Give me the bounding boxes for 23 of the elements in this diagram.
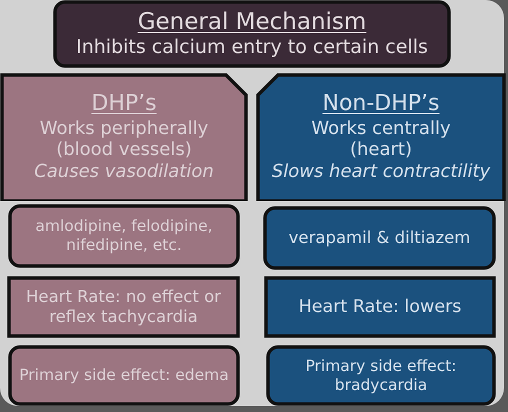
body-text: Primary side effect: edema (19, 366, 229, 385)
info-box (7, 276, 240, 338)
body-text: Works centrally (heart) (310, 118, 452, 161)
body-text: Heart Rate: no effect or reflex tachycardia (25, 287, 222, 327)
body-text: verapamil & diltiazem (288, 228, 470, 248)
heading: Non-DHP’s (322, 91, 440, 118)
body-text: amlodipine, felodipine, nifedipine, etc. (34, 217, 214, 255)
body-text: Slows heart contractility (272, 160, 490, 183)
header-box (53, 0, 451, 68)
info-box (263, 206, 496, 270)
info-box (8, 345, 240, 406)
body-text: Inhibits calcium entry to certain cells (76, 36, 428, 60)
heading: DHP’s (91, 91, 157, 118)
heading: General Mechanism (138, 8, 366, 36)
category-panel (0, 73, 248, 201)
category-panel (256, 73, 506, 201)
info-box (266, 345, 496, 406)
info-box (264, 276, 496, 338)
body-text: Heart Rate: lowers (298, 296, 462, 318)
body-text: Works peripherally (blood vessels) (38, 118, 210, 161)
info-box (8, 204, 240, 268)
body-text: Primary side effect: bradycardia (304, 356, 458, 394)
body-text: Causes vasodilation (34, 160, 214, 183)
